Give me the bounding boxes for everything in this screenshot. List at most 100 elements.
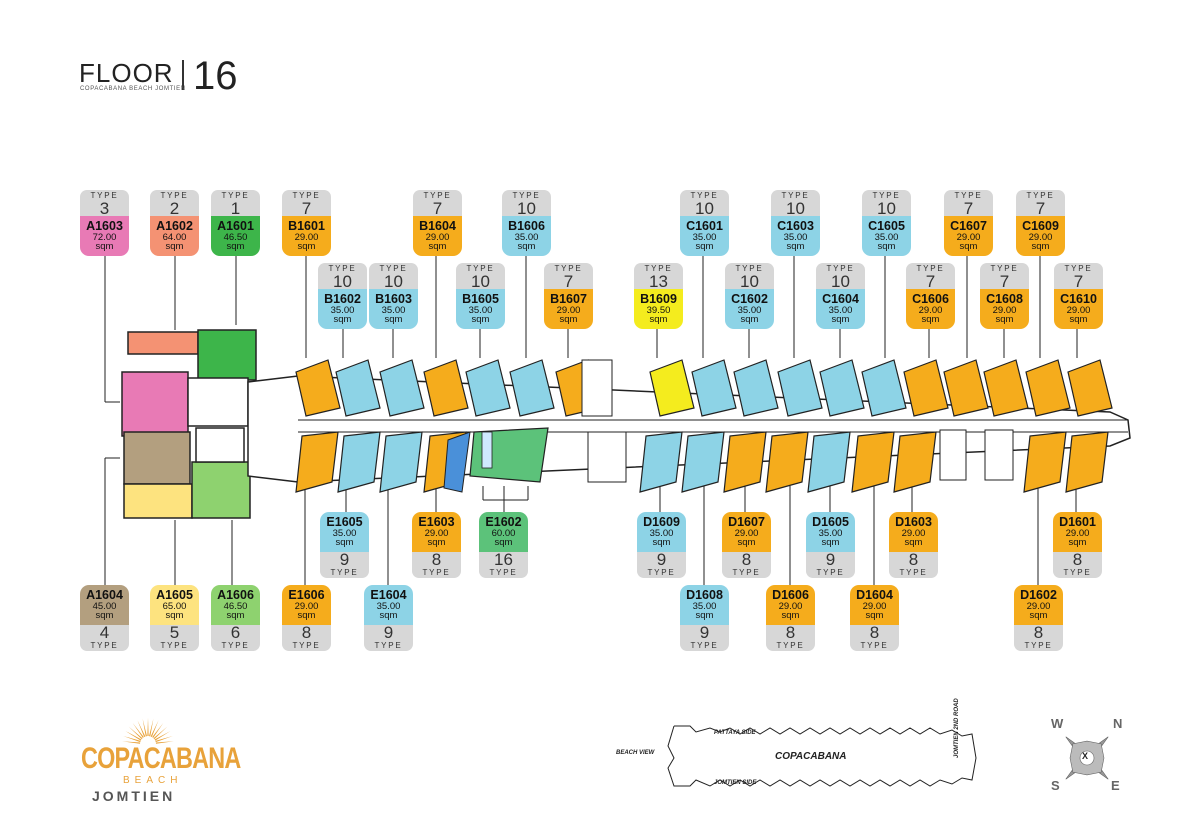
type-label: TYPE: [211, 190, 260, 201]
type-number: 10: [456, 273, 505, 290]
unit-d1601-plan[interactable]: [1065, 431, 1109, 493]
type-number: 8: [1053, 551, 1102, 568]
unit-area: 29.00: [734, 528, 759, 539]
unit-number: B1602: [324, 292, 361, 306]
unit-d1607-plan[interactable]: [723, 431, 767, 493]
unit-area: 29.00: [1065, 528, 1090, 539]
unit-area: 35.00: [332, 528, 357, 539]
unit-c1609-plan[interactable]: [1025, 359, 1071, 417]
unit-b1605-plan[interactable]: [465, 359, 511, 417]
unit-e1606-plan[interactable]: [295, 431, 339, 493]
unit-b1604-plan[interactable]: [423, 359, 469, 417]
unit-d1602-plan[interactable]: [1023, 431, 1067, 493]
unit-c1610-plan[interactable]: [1067, 359, 1113, 417]
unit-a1603-plan[interactable]: [121, 371, 189, 437]
unit-d1603-plan[interactable]: [893, 431, 937, 493]
unit-c1602-plan[interactable]: [733, 359, 779, 417]
unit-d1609-plan[interactable]: [639, 431, 683, 493]
unit-c1606-plan[interactable]: [903, 359, 949, 417]
type-label: TYPE: [479, 567, 528, 578]
type-number: 10: [725, 273, 774, 290]
unit-b1602-plan[interactable]: [335, 359, 381, 417]
unit-c1603-plan[interactable]: [777, 359, 823, 417]
unit-area-unit: sqm: [921, 314, 940, 325]
unit-area-unit: sqm: [995, 314, 1014, 325]
unit-a1601-plan[interactable]: [197, 329, 257, 381]
unit-a1606-plan[interactable]: [191, 461, 251, 519]
unit-a1605-plan[interactable]: [123, 483, 193, 519]
unit-c1604-plan[interactable]: [819, 359, 865, 417]
unit-c1607-plan[interactable]: [943, 359, 989, 417]
unit-c1605-plan[interactable]: [861, 359, 907, 417]
type-label: TYPE: [889, 567, 938, 578]
unit-b1606-plan[interactable]: [509, 359, 555, 417]
unit-d1604-plan[interactable]: [851, 431, 895, 493]
unit-area: 60.00: [491, 528, 516, 539]
unit-area: 46.50: [223, 601, 248, 612]
unit-area: 35.00: [828, 305, 853, 316]
unit-b1609-plan[interactable]: [649, 359, 695, 417]
type-label: TYPE: [282, 190, 331, 201]
unit-a1604-plan[interactable]: [123, 431, 191, 485]
unit-d1608-plan[interactable]: [681, 431, 725, 493]
unit-area-unit: sqm: [959, 241, 978, 252]
unit-e1604-plan[interactable]: [379, 431, 423, 493]
unit-a1602-plan[interactable]: [127, 331, 199, 355]
unit-c1608-plan[interactable]: [983, 359, 1029, 417]
unit-area-unit: sqm: [427, 537, 446, 548]
unit-d1605-plan[interactable]: [807, 431, 851, 493]
unit-number: D1606: [772, 588, 809, 602]
unit-number: C1607: [950, 219, 987, 233]
type-number: 8: [412, 551, 461, 568]
unit-b1603-plan[interactable]: [379, 359, 425, 417]
unit-area-unit: sqm: [877, 241, 896, 252]
unit-c1601-plan[interactable]: [691, 359, 737, 417]
unit-e1605-plan[interactable]: [337, 431, 381, 493]
unit-area: 29.00: [556, 305, 581, 316]
type-number: 7: [1016, 200, 1065, 217]
unit-number: B1606: [508, 219, 545, 233]
unit-b1601-plan[interactable]: [295, 359, 341, 417]
unit-d1606-plan[interactable]: [765, 431, 809, 493]
